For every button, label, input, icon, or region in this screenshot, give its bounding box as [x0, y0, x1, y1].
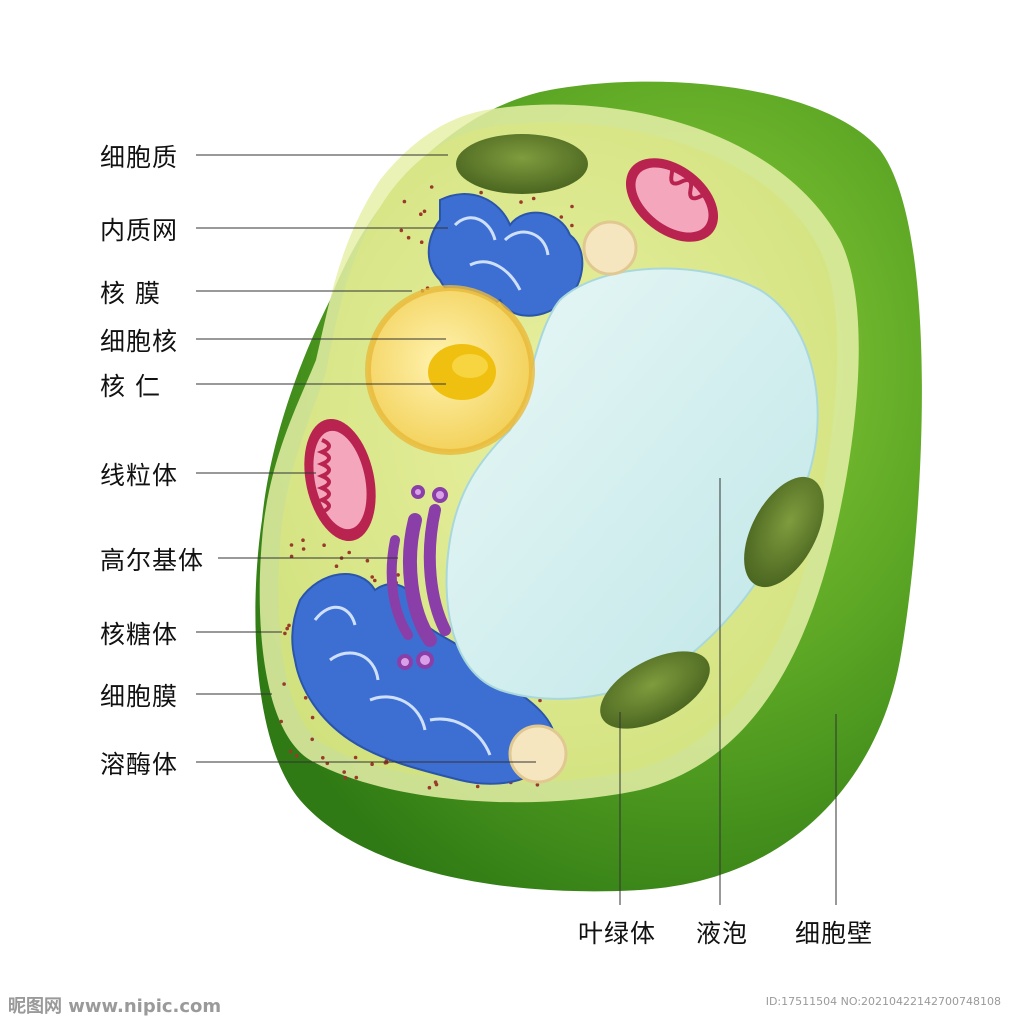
- ribosome-dot: [282, 682, 286, 686]
- label-golgi-apparatus: 高尔基体: [100, 546, 205, 575]
- ribosome-dot: [354, 775, 359, 780]
- ribosome-dot: [285, 626, 290, 631]
- er-upper-lumen: [453, 216, 550, 291]
- watermark-right: ID:17511504 NO:20210422142700748108: [765, 995, 1001, 1008]
- label-chloroplast: 叶绿体: [578, 919, 657, 948]
- ribosome-dot: [538, 698, 542, 703]
- ribosome-dot: [422, 209, 427, 214]
- ribosome-dot: [303, 696, 308, 700]
- ribosome-dot: [287, 623, 291, 628]
- ribosome-dot: [399, 228, 404, 233]
- label-nucleus: 细胞核: [100, 327, 179, 356]
- watermark-left: 昵图网 www.nipic.com: [8, 996, 222, 1017]
- ribosome-dot: [419, 240, 424, 244]
- ribosome-dot: [433, 780, 438, 784]
- label-vacuole: 液泡: [696, 919, 749, 948]
- label-ribosome: 核糖体: [100, 620, 179, 649]
- ribosome-dot: [396, 573, 400, 577]
- ribosome-dot: [289, 543, 294, 547]
- label-lysosome: 溶酶体: [100, 750, 179, 779]
- leader-lines: [196, 154, 837, 905]
- ribosome-dot: [301, 538, 305, 542]
- ribosome-dot: [321, 756, 325, 760]
- label-nucleolus: 核 仁: [100, 372, 161, 401]
- ribosome-dot: [427, 785, 432, 790]
- ribosome-dot: [531, 196, 536, 201]
- label-endoplasmic-reticulum: 内质网: [100, 216, 179, 245]
- ribosome-dot: [519, 200, 523, 204]
- chloroplast-bottom-shape: [600, 651, 710, 729]
- ribosome-dot: [301, 547, 306, 551]
- label-cytoplasm: 细胞质: [100, 143, 179, 172]
- ribosome-dot: [479, 190, 483, 195]
- ribosome-dot: [289, 749, 293, 754]
- label-cell-membrane: 细胞膜: [100, 682, 179, 711]
- label-nuclear-envelope: 核 膜: [100, 279, 161, 308]
- nucleolus-highlight: [452, 354, 488, 378]
- ribosome-dot: [310, 737, 315, 742]
- ribosome-dot: [475, 784, 480, 789]
- ribosome-dot: [322, 543, 326, 547]
- ribosome-dot: [429, 185, 434, 189]
- lysosome-lower-shape: [508, 724, 568, 784]
- ribosome-dot: [353, 755, 358, 760]
- nuclear-envelope-shape: [365, 285, 535, 455]
- ribosome-dot: [419, 212, 423, 216]
- ribosome-dot: [570, 223, 574, 228]
- ribosome-dot: [559, 215, 564, 219]
- ribosome-dot: [370, 575, 375, 579]
- ribosome-dot: [289, 554, 294, 559]
- ribosome-dot: [343, 775, 348, 780]
- ribosome-dot: [535, 783, 540, 787]
- ribosome-dot: [334, 564, 339, 568]
- label-cell-wall: 细胞壁: [795, 919, 874, 948]
- ribosome-dot: [370, 762, 374, 766]
- chloroplast-top-shape: [456, 134, 588, 194]
- mitochondrion-left-shape: [304, 418, 376, 542]
- lysosome-upper-shape: [582, 220, 638, 276]
- ribosome-dot: [283, 631, 287, 636]
- label-mitochondrion: 线粒体: [100, 461, 179, 490]
- ribosome-dot: [279, 719, 284, 724]
- ribosome-dot: [570, 204, 574, 209]
- ribosome-dot: [402, 199, 407, 204]
- ribosome-dot: [342, 770, 347, 774]
- golgi-apparatus-shape: [386, 485, 451, 670]
- ribosome-dot: [365, 558, 370, 563]
- ribosome-dot: [347, 550, 352, 555]
- ribosome-dot: [295, 754, 299, 758]
- chloroplast-right-shape: [744, 476, 824, 588]
- ribosome-dot: [406, 235, 411, 240]
- ribosome-dot: [373, 578, 377, 583]
- ribosome-dot: [310, 715, 315, 720]
- mitochondrion-upper-shape: [625, 158, 719, 242]
- er-lower-lumen: [313, 605, 492, 756]
